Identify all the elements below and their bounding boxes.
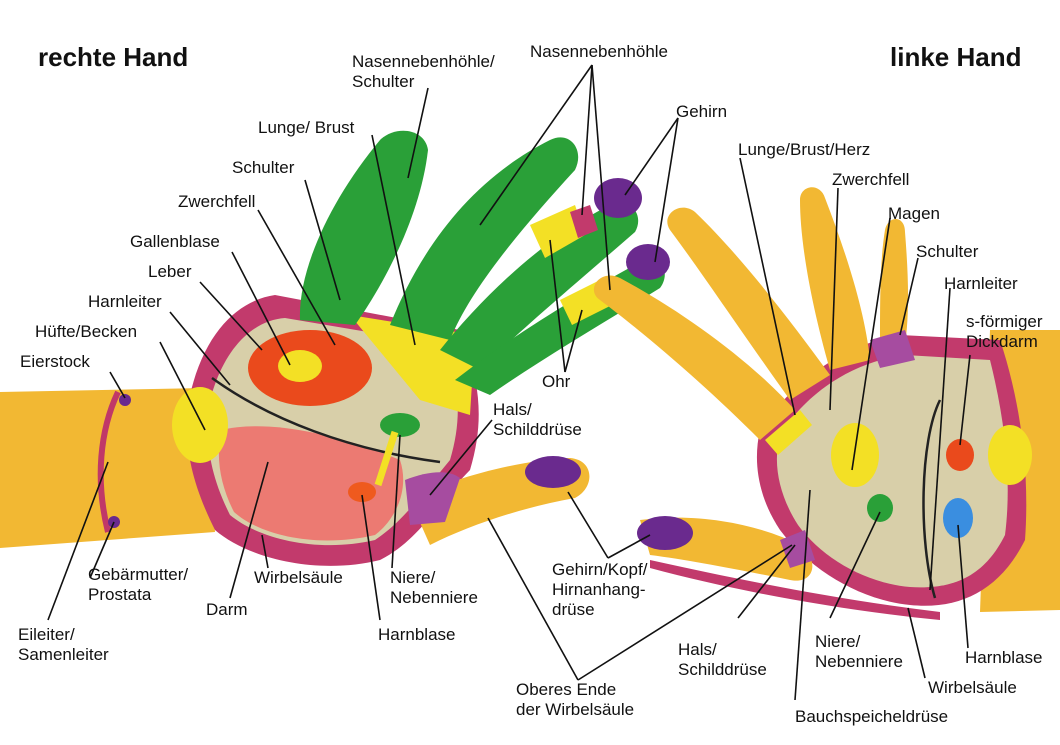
colon-zone [988,425,1032,485]
label-lunge-brust-herz: Lunge/Brust/Herz [738,140,870,160]
eierstock-dot [119,394,131,406]
label-eierstock: Eierstock [20,352,90,372]
label-harnleiter-right: Harnleiter [88,292,162,312]
label-lunge-brust: Lunge/ Brust [258,118,354,138]
label-ohr: Ohr [542,372,570,392]
left-little-finger [880,219,908,345]
label-gallenblase: Gallenblase [130,232,220,252]
label-nasennebenhoehle: Nasennebenhöhle [530,42,668,62]
label-schulter-right: Schulter [232,158,294,178]
label-hals-schilddruese-left: Hals/ Schilddrüse [678,640,767,680]
title-right-hand: rechte Hand [38,42,188,73]
label-harnleiter-left: Harnleiter [944,274,1018,294]
right-thumb-tip [525,456,581,488]
label-niere-nebenniere-right: Niere/ Nebenniere [390,568,478,608]
label-gebaermutter-prostata: Gebärmutter/ Prostata [88,565,188,605]
label-leber: Leber [148,262,191,282]
label-eileiter-samenleiter: Eileiter/ Samenleiter [18,625,109,665]
label-niere-nebenniere-left: Niere/ Nebenniere [815,632,903,672]
label-s-foermiger-dickdarm: s-förmiger Dickdarm [966,312,1043,352]
left-thumb-tip [637,516,693,550]
gehirn-tip-2 [626,244,670,280]
label-hals-schilddruese-right: Hals/ Schilddrüse [493,400,582,440]
label-oberes-ende-wirbelsaeule: Oberes Ende der Wirbelsäule [516,680,634,720]
right-hand [0,131,670,566]
huefte-zone [172,387,228,463]
label-zwerchfell-left: Zwerchfell [832,170,909,190]
label-zwerchfell-right: Zwerchfell [178,192,255,212]
label-huefte-becken: Hüfte/Becken [35,322,137,342]
label-schulter-left: Schulter [916,242,978,262]
label-darm: Darm [206,600,248,620]
label-gehirn-kopf-hirnanhangdruese: Gehirn/Kopf/ Hirnanhang- drüse [552,560,647,620]
label-harnblase-left: Harnblase [965,648,1043,668]
niere-zone-left [867,494,893,522]
label-harnblase-right: Harnblase [378,625,456,645]
niere-zone [380,413,420,437]
label-magen: Magen [888,204,940,224]
label-wirbelsaeule-right: Wirbelsäule [254,568,343,588]
label-wirbelsaeule-left: Wirbelsäule [928,678,1017,698]
title-left-hand: linke Hand [890,42,1021,73]
label-nasennebenhoehle-schulter: Nasennebenhöhle/ Schulter [352,52,495,92]
label-gehirn: Gehirn [676,102,727,122]
label-bauchspeicheldruese: Bauchspeicheldrüse [795,707,948,727]
